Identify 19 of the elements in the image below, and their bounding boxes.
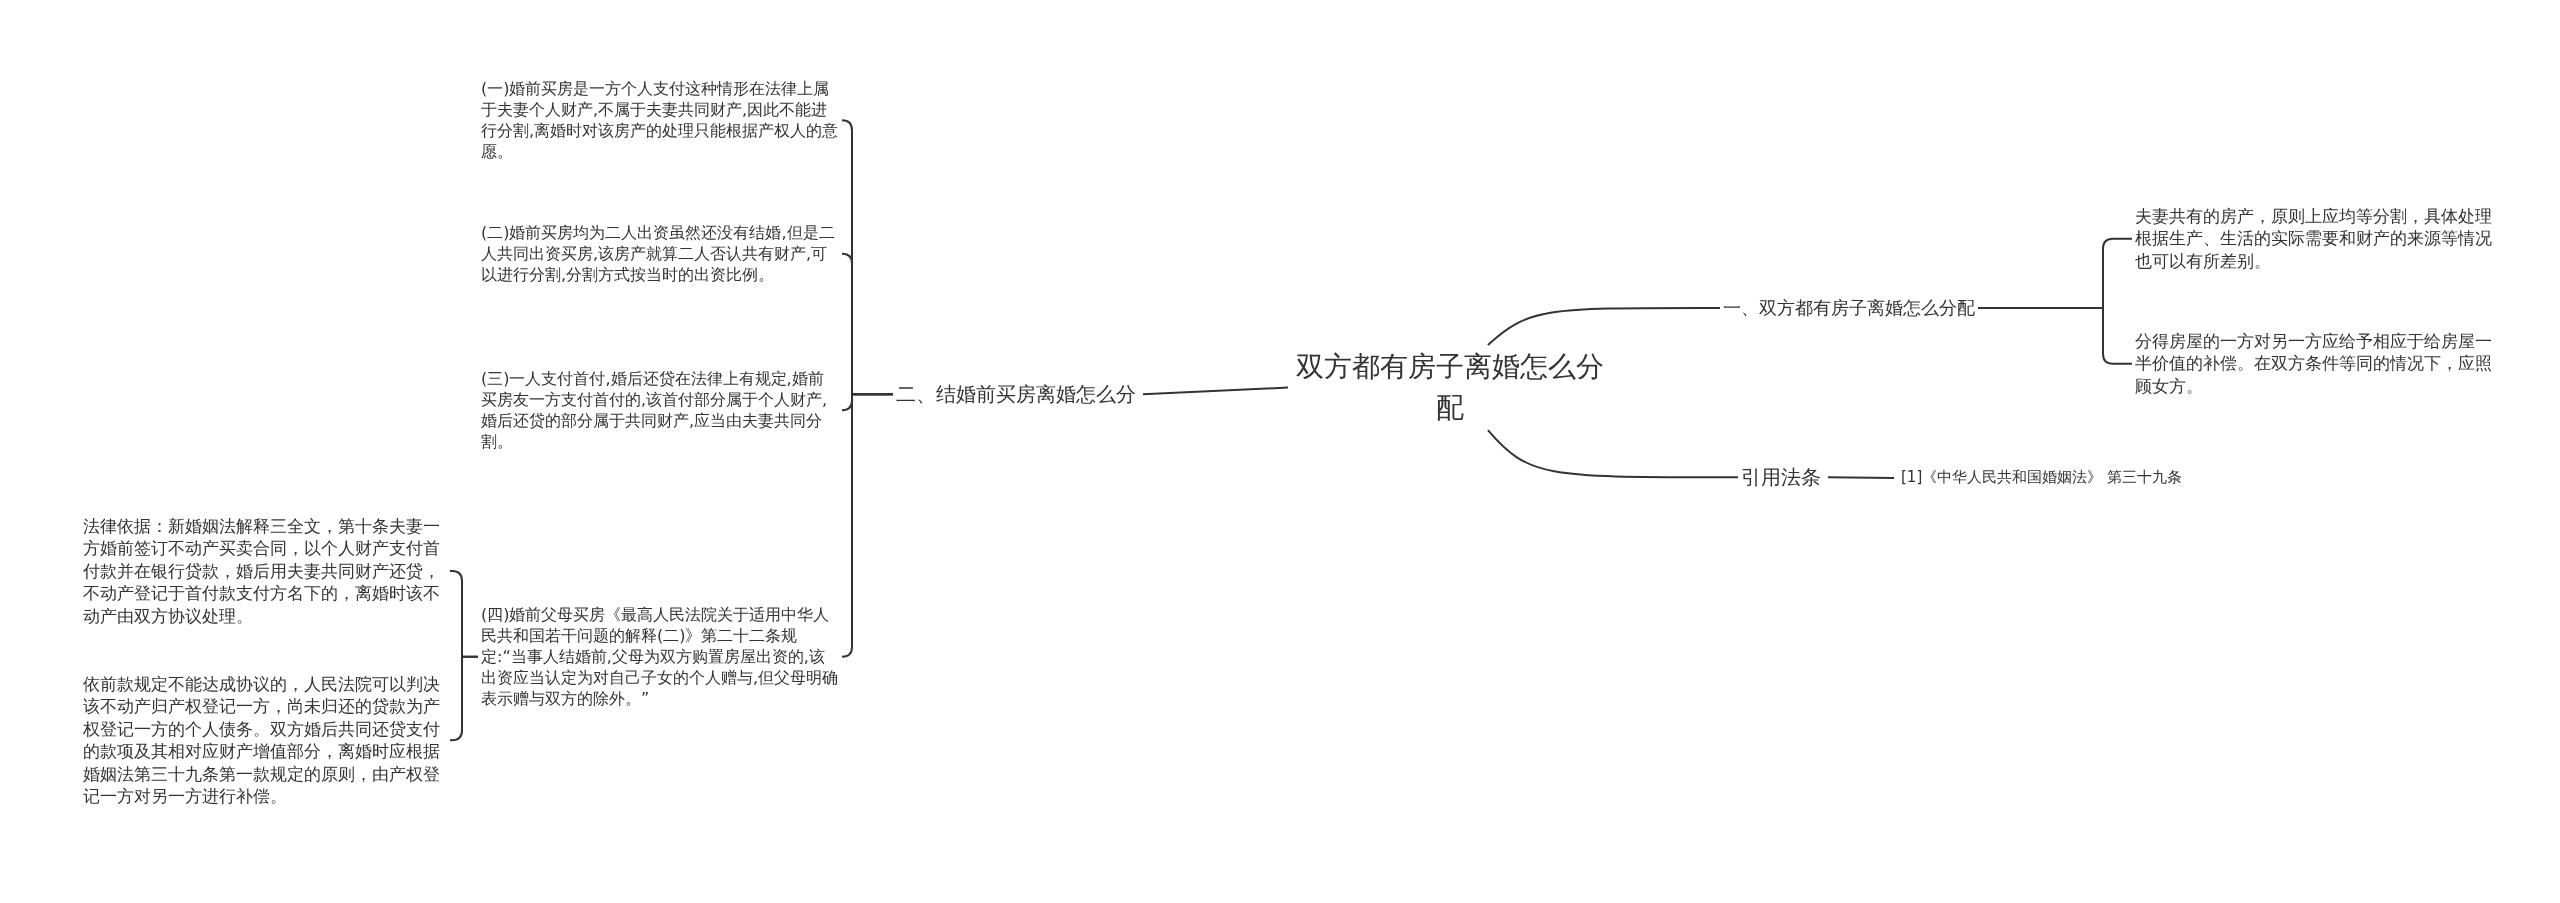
connector-line [449, 655, 479, 742]
topic-text: (一)婚前买房是一方个人支付这种情形在法律上属于夫妻个人财产,不属于夫妻共同财产,因此不能进行分割,离婚时对该房产的处理只能根据产权人的意愿。 [478, 76, 842, 165]
branch-topic: 引用法条 [1738, 462, 1824, 493]
topic-text: (三)一人支付首付,婚后还贷在法律上有规定,婚前买房友一方支付首付的,该首付部分属于个人财产,婚后还贷的部分属于共同财产,应当由夫妻共同分割。 [478, 366, 842, 455]
topic-text: (二)婚前买房均为二人出资虽然还没有结婚,但是二人共同出资买房,该房产就算二人否认共有财产,可以进行分割,分割方式按当时的出资比例。 [478, 220, 842, 288]
citation-text: [1]《中华人民共和国婚姻法》 第三十九条 [1898, 466, 2185, 490]
connector-line [841, 393, 894, 658]
note-text: 依前款规定不能达成协议的，人民法院可以判决该不动产归产权登记一方，尚未归还的贷款为产权登记一方的个人债务。双方婚后共同还贷支付的款项及其相对应财产增值部分，离婚时应根据婚姻法第三十九条第一款规定的原则，由产权登记一方对另一方进行补偿。 [80, 671, 450, 810]
topic-text: (四)婚前父母买房《最高人民法院关于适用中华人民共和国若干问题的解释(二)》第二十二条规定:“当事人结婚前,父母为双方购置房屋出资的,该出资应当认定为对自己子女的个人赠与,但父母明确表示赠与双方的除外。” [478, 602, 842, 712]
topic-text: 夫妻共有的房产，原则上应均等分割，具体处理根据生产、生活的实际需要和财产的来源等情况也可以有所差别。 [2132, 203, 2508, 275]
branch-topic: 二、结婚前买房离婚怎么分 [893, 379, 1139, 410]
central-topic: 双方都有房子离婚怎么分配 [1292, 345, 1608, 431]
connector-line [1486, 429, 1739, 479]
note-text: 法律依据：新婚姻法解释三全文，第十条夫妻一方婚前签订不动产买卖合同，以个人财产支付首付款并在银行贷款，婚后用夫妻共同财产还贷，不动产登记于首付款支付方名下的，离婚时该不动产由双方协议处理。 [80, 513, 450, 630]
connector-line [1486, 306, 1721, 346]
connector-line [1827, 476, 1895, 479]
branch-topic: 一、双方都有房子离婚怎么分配 [1720, 294, 1978, 322]
topic-text: 分得房屋的一方对另一方应给予相应于给房屋一半价值的补偿。在双方条件等同的情况下，应照顾女方。 [2132, 328, 2508, 400]
connector-line [1142, 386, 1289, 396]
